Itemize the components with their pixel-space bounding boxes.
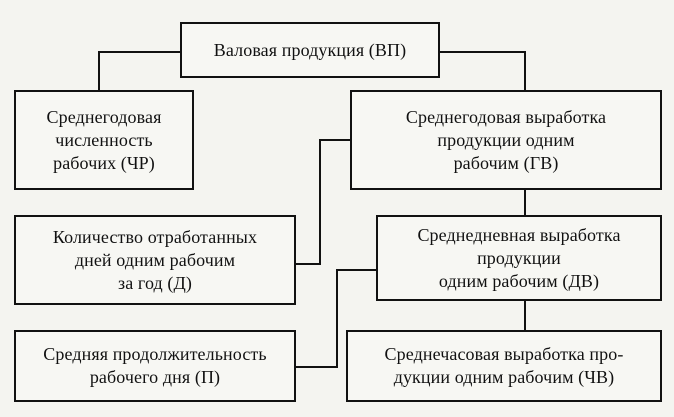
box-average-workers: Среднегодовая численность рабочих (ЧР) (14, 90, 194, 190)
box-average-workers-line-2: численность (55, 129, 153, 150)
box-days-worked-line-1: Количество отработанных (52, 226, 258, 247)
box-annual-output-line-2: продукции одним (437, 129, 575, 150)
box-daily-output-line-1: Среднедневная выработка (417, 224, 621, 245)
connector-workday-to-daily-output (296, 269, 376, 368)
box-days-worked: Количество отработанных дней одним рабоч… (14, 215, 296, 305)
box-workday-length-line-2: рабочего дня (П) (89, 367, 221, 387)
box-days-worked-line-2: дней одним рабочим (74, 249, 236, 270)
connector-top-to-annual-output (440, 51, 526, 90)
box-daily-output-line-2: продукции (477, 247, 561, 268)
box-annual-output: Среднегодовая выработка продукции одним … (350, 90, 662, 190)
connector-top-to-workers (98, 51, 180, 90)
box-daily-output-line-3: одним рабочим (ДВ) (438, 270, 600, 291)
box-hourly-output-line-1: Среднечасовая выработка про- (384, 344, 624, 364)
box-annual-output-line-1: Среднегодовая выработка (405, 106, 607, 127)
box-daily-output: Среднедневная выработка продукции одним … (376, 215, 662, 301)
box-annual-output-line-3: рабочим (ГВ) (453, 152, 559, 173)
box-gross-output: Валовая продукция (ВП) (180, 22, 440, 78)
box-days-worked-line-3: за год (Д) (118, 272, 192, 293)
box-workday-length-line-1: Средняя продолжительность (43, 344, 267, 364)
box-average-workers-line-3: рабочих (ЧР) (53, 152, 155, 173)
box-gross-output-line-1: Валовая продукция (ВП) (213, 39, 407, 60)
box-average-workers-line-1: Среднегодовая (46, 106, 162, 127)
connector-days-to-annual-output (296, 139, 350, 265)
box-hourly-output-line-2: дукции одним рабочим (ЧВ) (393, 367, 615, 387)
box-workday-length: Средняя продолжительность рабочего дня (… (14, 330, 296, 402)
box-hourly-output: Среднечасовая выработка про- дукции одни… (346, 330, 662, 402)
